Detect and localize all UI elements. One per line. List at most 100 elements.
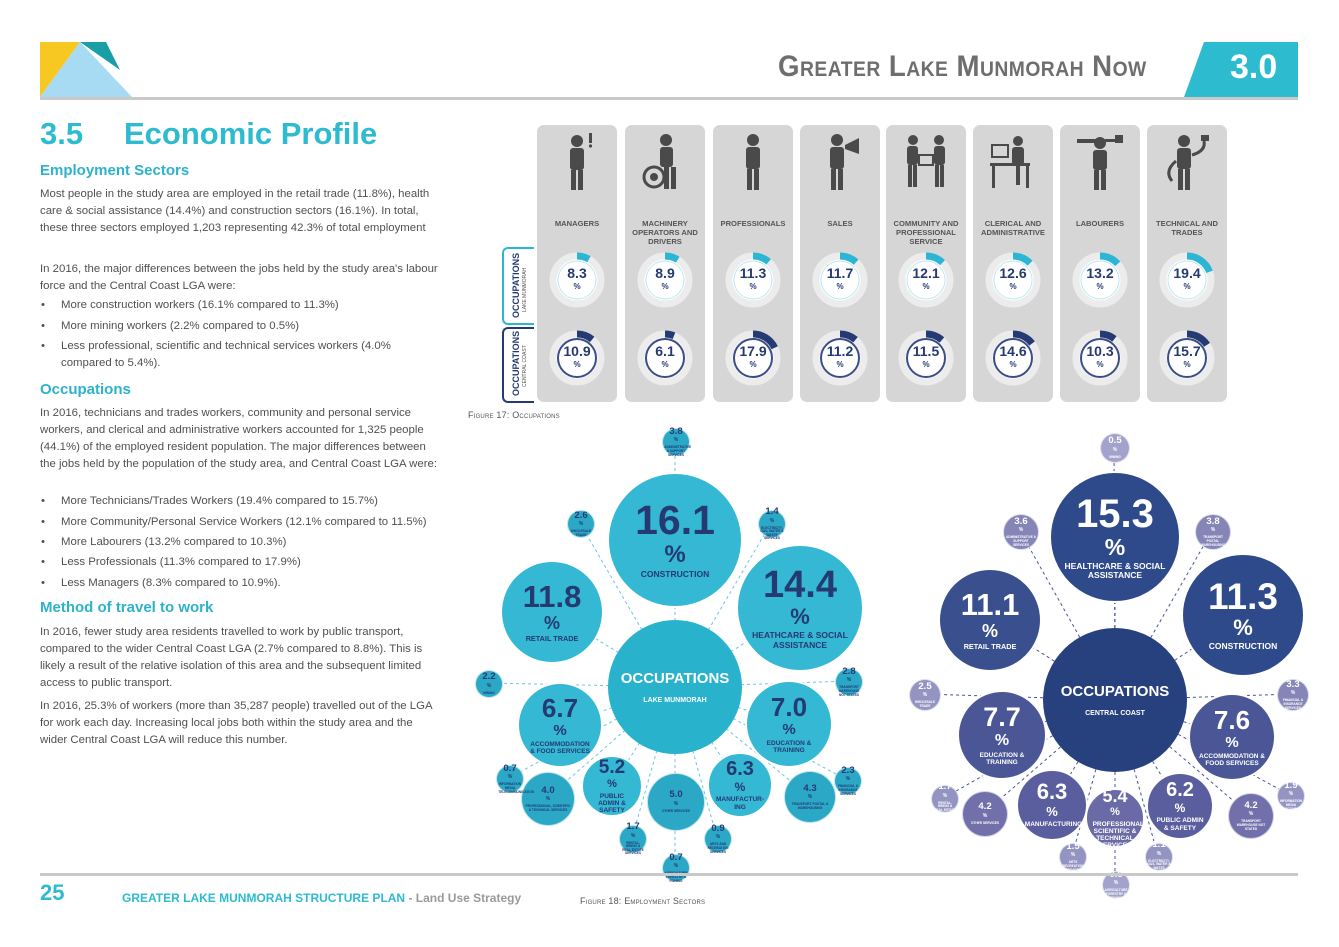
lake-value: 8.9 [655,265,675,281]
sector-value: 2.3 [841,764,855,776]
occupation-label: MACHINERY OPERATORS AND DRIVERS [632,219,698,246]
coast-value: 10.3 [1086,343,1114,359]
sector-value: 4.2 [1244,799,1258,811]
sector-percent: % [994,731,1010,749]
sector-label: MANUFACTUR-ING [715,796,765,811]
coast-ring-fill [812,330,868,386]
lake-percent: % [749,282,757,291]
sector-bubble: 6.3%MANUFACTURING [1016,769,1088,841]
sector-bubble: 0.5%MINING [1100,433,1130,463]
row-label-lake [502,247,534,325]
coast-ring-fill [637,330,693,386]
occupation-label: SALES [827,219,853,228]
sector-value: 1.1 [1152,839,1166,851]
sector-percent: % [1018,527,1024,534]
sector-bubble: 6.3%MANUFACTUR-ING [707,752,773,818]
sector-label: ARTS AND RECREATION SERVICES [707,842,729,854]
sector-value: 7.0 [770,691,808,722]
travel-paragraph-2: In 2016, 25.3% of workers (more than 35,… [40,700,432,746]
lake-value-label: 13.2% [1072,266,1128,293]
lake-ring-fill [812,252,868,308]
coast-value-label: 11.2% [812,344,868,371]
sector-bubble: 2.8%TRANSPORT WAREHOUSE NOT STATED [835,667,863,697]
lake-ring [985,252,1041,308]
sector-label: AGRICULTURE FORESTRY & FISHING [1104,888,1128,900]
sector-value: 2.6 [574,509,588,521]
sector-label: CONSTRUCTION [1208,641,1278,652]
sector-percent: % [1070,852,1076,859]
sector-label: RETAIL TRADE [525,634,579,643]
connector-line [674,680,849,688]
occupations-bullet: Less Professionals (11.3% compared to 17… [40,554,442,571]
lake-value: 8.3 [567,265,587,281]
occupations-bullet: More Labourers (13.2% compared to 10.3%) [40,534,442,551]
sector-value: 0.7 [669,851,683,863]
sector-value: 6.3 [726,758,754,781]
center-bubble-title: OCCUPATIONS [620,670,730,687]
section-heading-number: 3.5 [40,116,84,151]
coast-ring-fill [725,330,781,386]
sector-bubble: 7.7%EDUCATION & TRAINING [957,690,1047,780]
labourer-icon [1077,135,1123,190]
coast-ring-fill [1159,330,1215,386]
sector-percent: % [982,812,988,819]
sector-label: ELECTRICITY, GAS, WATER & WASTE SERVICES [1147,858,1171,874]
sector-label: TRANSPORT WAREHOUSE NOT STATED [1236,819,1266,831]
sector-label: FINANCIAL & INSURANCE SERVICES [837,784,859,796]
footer-rule [40,873,1298,876]
sector-bubble: 2.3%FINANCIAL & INSURANCE SERVICES [834,764,862,796]
occupation-label: LABOURERS [1075,219,1125,228]
sector-percent: % [807,794,813,801]
figure-17-caption: Figure 17: Occupations [468,410,560,420]
lake-value-label: 8.3% [549,265,605,293]
sector-label: EDUCATION & TRAINING [979,751,1025,766]
lake-ring [812,252,868,308]
sector-bubble: 6.7%ACCOMMODATION & FOOD SERVICES [517,682,603,768]
coast-percent: % [1096,360,1104,369]
center-bubble-title: OCCUPATIONS [1060,683,1170,700]
sector-percent: % [1288,791,1294,798]
sector-label: ACCOMMODATION & FOOD SERVICES [1199,752,1265,767]
lake-ring [637,252,693,308]
lake-ring [1072,252,1128,308]
coast-ring [637,330,693,386]
sector-label: INFORMATION MEDIA TELECOMMUNICATION [1279,799,1316,811]
sector-bubble: 5.2%PUBLIC ADMIN & SAFETY [581,755,643,817]
lake-value: 12.6 [999,265,1027,281]
coast-value-label: 15.7% [1159,344,1215,371]
coast-value: 6.1 [655,343,675,359]
sector-value: 2.5 [918,680,932,692]
lake-percent: % [573,282,581,291]
lake-value: 12.1 [912,265,940,281]
sector-percent: % [1225,733,1239,751]
coast-percent: % [1009,360,1017,369]
sector-value: 14.4 [763,564,837,607]
sector-label: MINING [483,690,495,695]
sector-label: RETAIL TRADE [963,642,1017,651]
sector-bubble: 16.1%CONSTRUCTION [607,472,743,608]
sector-bubble: 4.3%TRANSPORT POSTAL & WAREHOUSING [784,771,836,823]
sector-label: PROFESSIONAL, SCIENTIFIC & TECHNICAL SER… [1092,820,1146,850]
sector-bubble: 3.8%TRANSPORT POSTAL WAREHOUSING [1195,514,1231,550]
coast-ring [725,330,781,386]
lake-value-label: 11.3% [725,266,781,293]
section-number-badge [1184,42,1298,97]
sector-bubble: 11.1%RETAIL TRADE [938,568,1042,672]
coast-ring [812,330,868,386]
lake-percent: % [1183,282,1191,291]
sector-label: ARTS RECREATION SERVICES [1062,860,1084,872]
sector-label: TRANSPORT POSTAL & WAREHOUSING [791,802,829,810]
sector-percent: % [1290,690,1296,697]
lake-value-label: 19.4% [1159,266,1215,293]
employment-paragraph-2: In 2016, the major differences between t… [40,263,438,292]
sector-percent: % [673,800,679,807]
sector-percent: % [1248,811,1254,818]
sector-label: TRANSPORT WAREHOUSE NOT STATED [838,685,860,697]
sector-value: 11.8 [522,579,582,614]
coast-percent: % [836,360,844,369]
occupation-label: COMMUNITY AND PROFESSIONAL SERVICE [893,219,959,246]
